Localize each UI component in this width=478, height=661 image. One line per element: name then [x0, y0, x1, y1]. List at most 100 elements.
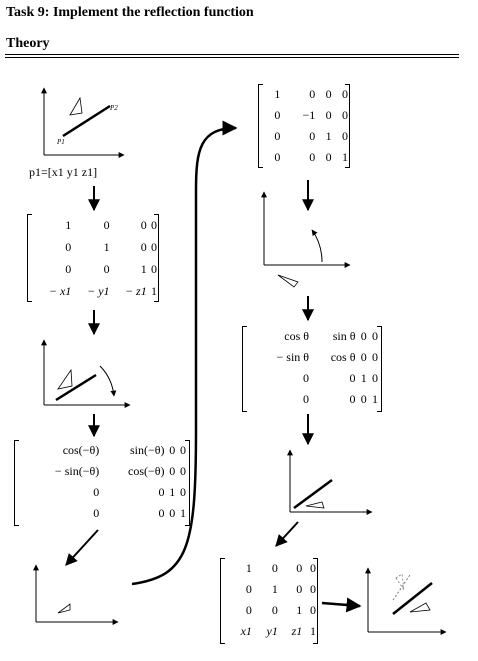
matrix-cell: 0: [325, 87, 332, 101]
matrix-cell: 1: [310, 624, 316, 638]
matrix-cell: 0: [342, 108, 348, 122]
matrix-cell: 0: [303, 371, 310, 385]
matrix-cell: 0: [372, 371, 378, 385]
matrix-cell: 0: [274, 129, 281, 143]
matrix-cell: 0: [93, 506, 100, 520]
matrix-cell: 0: [180, 464, 186, 478]
matrix-cell: − sin θ: [276, 350, 310, 364]
matrix-cell: 0: [310, 561, 316, 575]
matrix-cell: 0: [274, 150, 281, 164]
matrix-cell: cos θ: [330, 350, 356, 364]
matrix-cell: 0: [65, 239, 72, 254]
matrix-cell: 0: [325, 150, 332, 164]
matrix-cell: − sin(−θ): [54, 464, 100, 478]
matrix-cell: 0: [151, 217, 157, 232]
matrix-cell: 1: [151, 283, 157, 298]
matrix-cell: 0: [103, 261, 110, 276]
matrix-cell: cos(−θ): [62, 443, 100, 457]
matrix-cell: 1: [325, 129, 332, 143]
section-heading: Theory: [6, 36, 50, 51]
matrix-cell: x1: [240, 624, 252, 638]
matrix-cell: 0: [342, 87, 348, 101]
matrix-cell: 1: [271, 582, 278, 596]
matrix-cell: 0: [140, 239, 147, 254]
matrix-cell: 1: [65, 217, 72, 232]
flow-arrow: [275, 521, 299, 547]
matrix-cell: 0: [158, 485, 165, 499]
matrix-cell: 0: [360, 329, 367, 343]
matrix-cell: 0: [151, 261, 157, 276]
matrix-cell: − y1: [87, 283, 110, 298]
matrix-cell: 0: [303, 392, 310, 406]
figure-reflected: [261, 191, 351, 288]
matrix-cell: 0: [103, 217, 110, 232]
matrix-cell: 0: [325, 108, 332, 122]
matrix-cell: 1: [245, 561, 252, 575]
matrix-cell: 0: [309, 150, 316, 164]
flow-curve: [131, 120, 238, 586]
matrix-cell: 0: [180, 485, 186, 499]
flow-arrow: [65, 529, 99, 566]
matrix-cell: 1: [103, 239, 110, 254]
flow-arrow: [321, 597, 362, 613]
matrix-cell: 0: [169, 464, 176, 478]
matrix-cell: 0: [140, 217, 147, 232]
matrix-cell: 0: [245, 603, 252, 617]
matrix-cell: 0: [309, 87, 316, 101]
matrix-cell: 0: [93, 485, 100, 499]
matrix-cell: 0: [349, 392, 356, 406]
matrix-cell: cos θ: [284, 329, 310, 343]
matrix-cell: z1: [291, 624, 303, 638]
divider-line: [5, 54, 459, 55]
matrix-cell: 1: [140, 261, 147, 276]
figure-final: [365, 567, 447, 635]
matrix-cell: 1: [342, 150, 348, 164]
task-title: Task 9: Implement the reflection functio…: [6, 5, 254, 20]
matrix-cell: 1: [274, 87, 281, 101]
figure-translated: [41, 339, 131, 408]
matrix-cell: − z1: [124, 283, 147, 298]
matrix-cell: 0: [342, 129, 348, 143]
matrix-cell: 0: [271, 603, 278, 617]
p1-label: P1: [56, 138, 65, 146]
matrix-cell: 1: [360, 371, 367, 385]
matrix-cell: 0: [65, 261, 72, 276]
matrix-cell: 0: [271, 561, 278, 575]
matrix-cell: y1: [266, 624, 278, 638]
matrix-cell: − x1: [48, 283, 72, 298]
matrix-cell: 1: [296, 603, 303, 617]
point-definition: p1=[x1 y1 z1]: [29, 165, 98, 179]
matrix-cell: 0: [296, 582, 303, 596]
figure-original-line: P1 P2: [41, 87, 125, 158]
matrix-cell: 0: [310, 582, 316, 596]
figure-rotated: [33, 564, 119, 625]
matrix-cell: 0: [349, 371, 356, 385]
matrix-cell: 0: [274, 108, 281, 122]
matrix-cell: 1: [180, 506, 186, 520]
matrix-cell: 0: [169, 443, 176, 457]
matrix-cell: 1: [372, 392, 378, 406]
matrix-cell: sin θ: [332, 329, 356, 343]
matrix-cell: 0: [245, 582, 252, 596]
matrix-cell: 0: [296, 561, 303, 575]
matrix-cell: 0: [372, 329, 378, 343]
matrix-cell: 0: [180, 443, 186, 457]
figure-rotated-back: [287, 449, 373, 515]
matrix-cell: cos(−θ): [128, 464, 165, 478]
matrix-cell: −1: [302, 108, 316, 122]
matrix-cell: 0: [158, 506, 165, 520]
matrix-cell: 0: [310, 603, 316, 617]
divider-line: [5, 57, 459, 58]
matrix-cell: 0: [372, 350, 378, 364]
matrix-cell: 0: [360, 350, 367, 364]
matrix-cell: 0: [309, 129, 316, 143]
p2-label: P2: [109, 104, 118, 112]
matrix-cell: 1: [169, 485, 176, 499]
